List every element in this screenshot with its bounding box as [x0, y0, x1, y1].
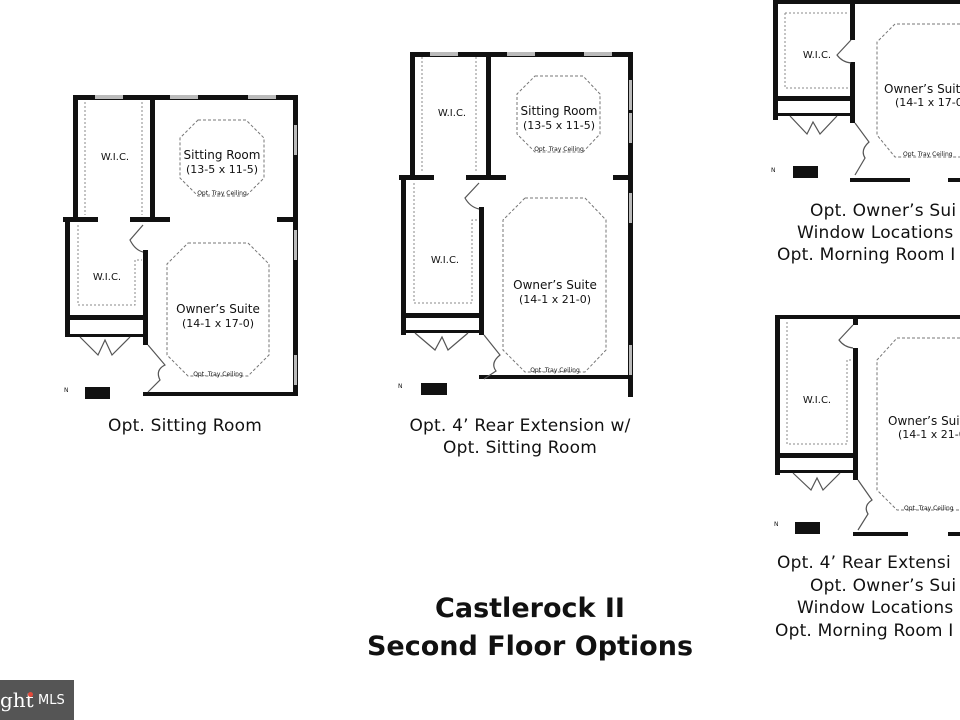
owners-suite-dims: (14-1 x 17-0) — [895, 96, 960, 109]
owners-suite-dims: (14-1 x 17-0) — [182, 317, 254, 330]
caption-line: Window Locations — [797, 598, 954, 618]
north-label: N — [398, 383, 403, 390]
owners-suite-label: Owner’s Suite — [884, 82, 960, 96]
wic-label: W.I.C. — [803, 395, 831, 406]
closet-dashes — [784, 12, 849, 89]
north-label: N — [771, 167, 776, 174]
tray-ceiling-label: Opt. Tray Ceiling — [193, 371, 243, 378]
caption-plan-1: Opt. Sitting Room — [90, 415, 280, 437]
owners-suite-label: Owner’s Suite — [513, 278, 597, 292]
doors — [792, 324, 873, 531]
wic-label: W.I.C. — [438, 108, 466, 119]
mls-label: MLS — [38, 693, 65, 708]
owners-suite-tray — [876, 23, 960, 158]
owners-suite-label: Owner’s Suite — [888, 414, 960, 428]
owners-suite-dims: (14-1 x 21-0) — [898, 428, 960, 441]
floor-plan-owners-suite-windows: W.I.C. Owner’s Suite (14-1 x 17-0) Opt. … — [765, 0, 960, 190]
page-title: Castlerock II Second Floor Options — [330, 590, 730, 666]
wic-label: W.I.C. — [803, 50, 831, 61]
caption-line: Opt. Sitting Room — [443, 438, 597, 458]
floor-plan-rear-extension-sitting-room: W.I.C. W.I.C. Sitting Room (13-5 x 11-5)… — [390, 45, 650, 405]
caption-line: Opt. Owner’s Sui — [810, 575, 957, 596]
owners-suite-tray — [502, 197, 607, 373]
wic-label: W.I.C. — [101, 152, 129, 163]
caption-plan-2: Opt. 4’ Rear Extension w/ Opt. Sitting R… — [390, 415, 650, 459]
owners-suite-label: Owner’s Suite — [176, 302, 260, 316]
sitting-room-label: Sitting Room — [184, 148, 261, 162]
walls — [399, 52, 633, 397]
floor-plan-opt-sitting-room: W.I.C. W.I.C. Sitting Room (13-5 x 11-5)… — [60, 90, 310, 410]
sitting-room-label: Sitting Room — [521, 104, 598, 118]
sitting-room-tray — [516, 75, 601, 153]
wic-label: W.I.C. — [93, 272, 121, 283]
doors — [789, 39, 870, 176]
closet-dashes — [413, 57, 478, 304]
mls-watermark-logo: ght MLS — [0, 680, 74, 720]
closet-dashes — [77, 102, 143, 306]
windows — [430, 52, 632, 375]
tray-ceiling-label: Opt. Tray Ceiling — [903, 151, 953, 158]
sitting-room-dims: (13-5 x 11-5) — [186, 163, 258, 176]
north-label: N — [64, 387, 69, 394]
caption-plan-4: Opt. 4’ Rear Extensi Opt. Owner’s Sui Wi… — [770, 552, 960, 642]
caption-plan-3: Opt. Owner’s Sui Window Locations Opt. M… — [770, 200, 960, 266]
title-line-1: Castlerock II — [435, 593, 625, 624]
owners-suite-tray — [166, 242, 270, 377]
doors — [79, 224, 166, 393]
closet-dashes — [786, 322, 853, 445]
caption-line: Opt. 4’ Rear Extension w/ — [409, 416, 631, 436]
windows — [95, 95, 297, 385]
floor-plan-rear-extension-owners-suite-windows: W.I.C. Owner’s Suite (14-1 x 21-0) Opt. … — [765, 310, 960, 540]
caption-line: Opt. Owner’s Sui — [810, 201, 957, 221]
walls — [773, 0, 960, 182]
sitting-room-tray — [179, 119, 265, 197]
tray-ceiling-label: Opt. Tray Ceiling — [904, 505, 954, 512]
caption-line: Window Locations — [797, 223, 954, 243]
north-label: N — [774, 521, 779, 528]
wic-label: W.I.C. — [431, 255, 459, 266]
tray-ceiling-label: Opt. Tray Ceiling — [197, 190, 247, 197]
owners-suite-tray — [876, 337, 960, 511]
title-line-2: Second Floor Options — [366, 631, 694, 662]
doors — [414, 182, 501, 380]
walls — [775, 315, 960, 536]
tray-ceiling-label: Opt. Tray Ceiling — [530, 367, 580, 374]
brand-dot-icon — [28, 692, 33, 697]
tray-ceiling-label: Opt. Tray Ceiling — [534, 146, 584, 153]
caption-line: Opt. Morning Room I — [775, 620, 954, 641]
caption-line: Opt. Sitting Room — [108, 416, 262, 436]
caption-line: Opt. 4’ Rear Extensi — [777, 553, 951, 573]
sitting-room-dims: (13-5 x 11-5) — [523, 119, 595, 132]
caption-line: Opt. Morning Room I — [777, 245, 956, 265]
owners-suite-dims: (14-1 x 21-0) — [519, 293, 591, 306]
